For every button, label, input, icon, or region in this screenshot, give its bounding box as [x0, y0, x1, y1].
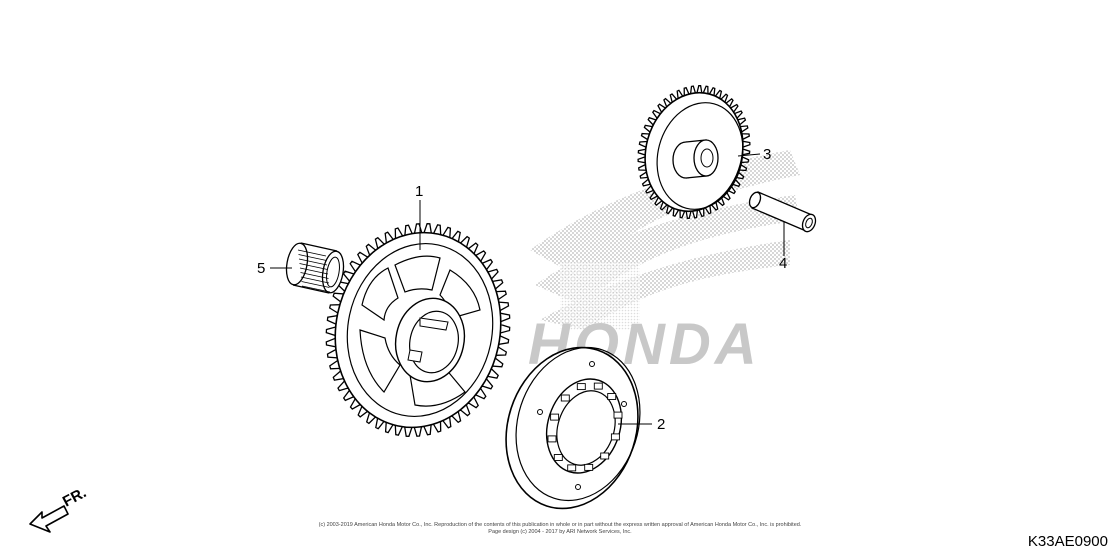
callout-2: 2 [657, 416, 665, 433]
sprag [600, 452, 610, 460]
figure-code: K33AE0900 [1027, 533, 1108, 550]
needle-roller [301, 281, 330, 288]
sprag [560, 394, 570, 402]
needle-roller [298, 258, 328, 266]
callout-1: 1 [415, 183, 423, 200]
sprag [607, 393, 617, 400]
sprag [547, 435, 557, 443]
idle-gear-shaft [748, 191, 817, 233]
sprag [553, 454, 563, 461]
starter-driven-gear [325, 223, 511, 437]
copyright-notice: (c) 2003-2019 American Honda Motor Co., … [0, 522, 1120, 536]
needle-roller [297, 249, 327, 257]
starter-idle-gear [637, 85, 751, 219]
callout-3: 3 [763, 146, 771, 163]
callout-4: 4 [779, 255, 787, 272]
front-arrow-icon [29, 505, 69, 533]
needle-roller [301, 285, 331, 293]
sprag [567, 464, 577, 472]
copyright-line-1: (c) 2003-2019 American Honda Motor Co., … [318, 522, 802, 528]
needle-roller [299, 263, 328, 270]
sprag [593, 382, 603, 390]
needle-bearing [285, 242, 345, 294]
sprag [584, 463, 594, 471]
copyright-line-2: Page design (c) 2004 - 2017 by ARI Netwo… [488, 529, 632, 535]
sprag [610, 433, 620, 441]
sprag [550, 413, 560, 421]
needle-roller [300, 272, 329, 279]
needle-roller [298, 254, 327, 261]
needle-roller [299, 267, 329, 275]
one-way-clutch [505, 346, 641, 510]
sprag [613, 411, 623, 419]
sprag [576, 383, 586, 391]
needle-rollers [297, 249, 331, 293]
sprag-elements [547, 382, 623, 472]
callout-5: 5 [257, 260, 265, 277]
leader-line-3 [737, 153, 761, 157]
needle-roller [300, 276, 330, 284]
